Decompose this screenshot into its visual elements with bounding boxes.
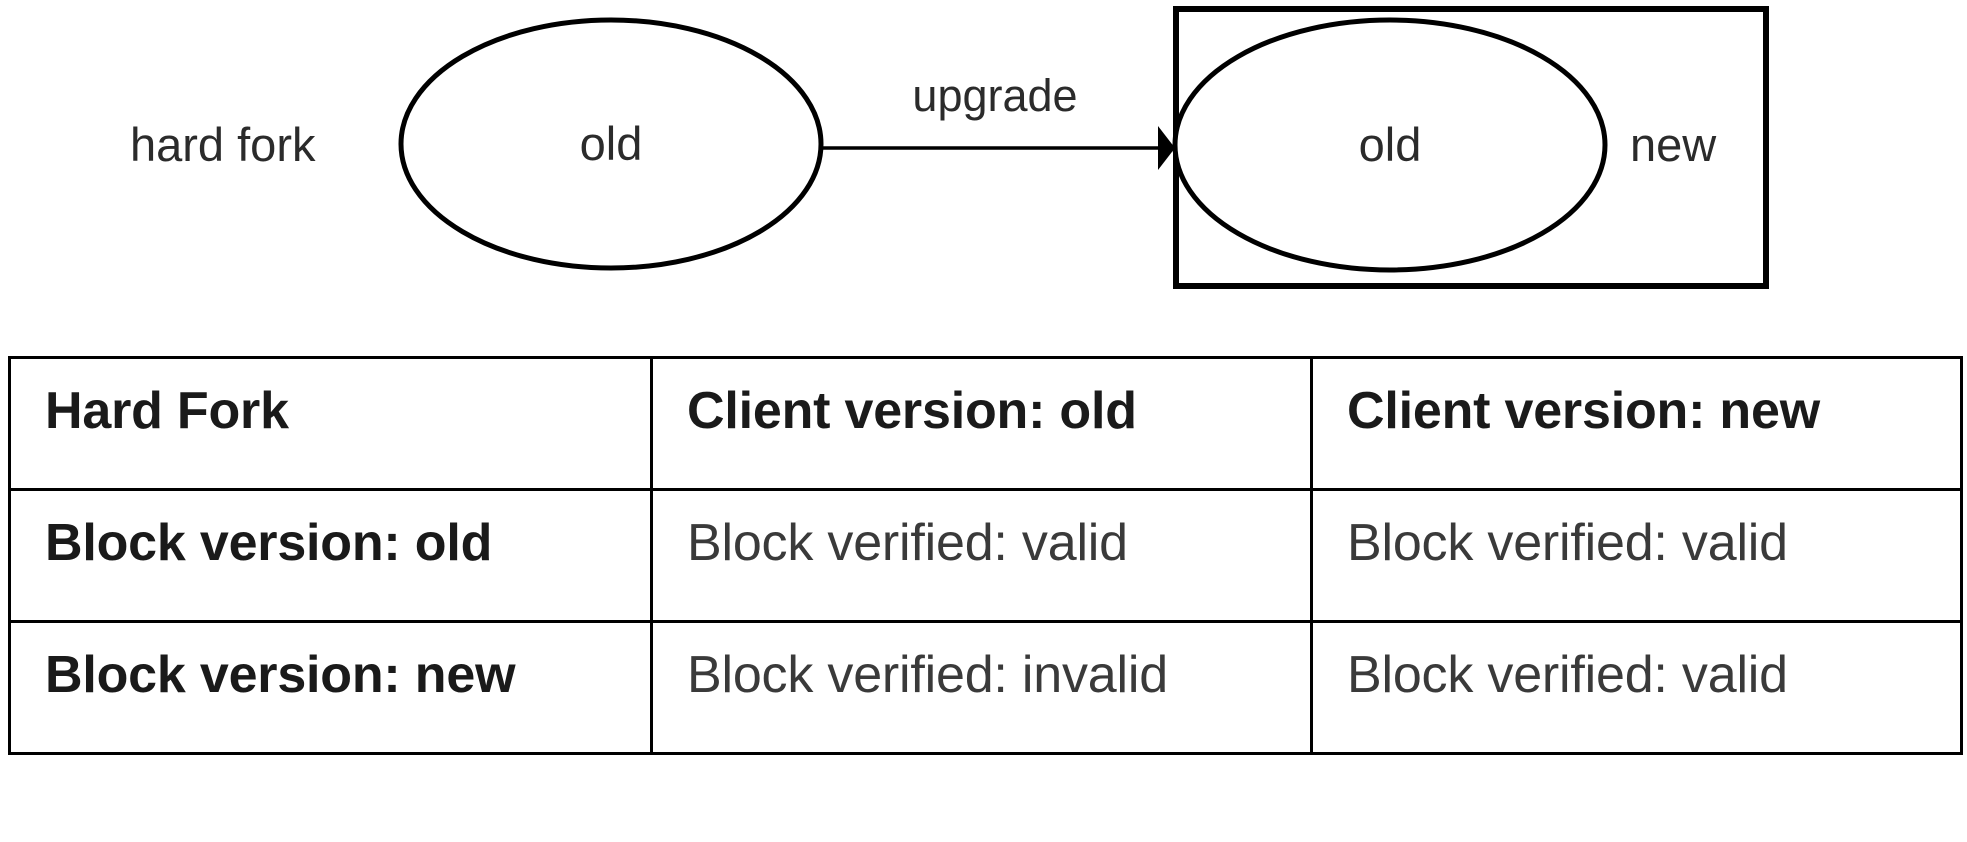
- hard-fork-matrix-wrap: Hard Fork Client version: old Client ver…: [8, 356, 1963, 755]
- old-node-label: old: [580, 117, 643, 170]
- matrix-corner-header: Hard Fork: [8, 356, 653, 491]
- upgrade-arrow-head: [1158, 126, 1175, 170]
- diagram-canvas: hard fork old upgrade old new: [130, 6, 1769, 289]
- old-inside-new-label: old: [1359, 118, 1422, 171]
- hard-fork-diagram: hard fork old upgrade old new: [0, 0, 1967, 340]
- cell-block-old-client-new: Block verified: valid: [1310, 488, 1963, 623]
- column-header-client-new: Client version: new: [1310, 356, 1963, 491]
- cell-block-old-client-old: Block verified: valid: [650, 488, 1313, 623]
- upgrade-edge-label: upgrade: [912, 70, 1077, 121]
- column-header-client-old: Client version: old: [650, 356, 1313, 491]
- cell-block-new-client-old: Block verified: invalid: [650, 620, 1313, 755]
- old-inside-new-ellipse: [1172, 17, 1608, 273]
- table-header-row: Hard Fork Client version: old Client ver…: [8, 356, 1963, 491]
- new-node-label: new: [1630, 118, 1717, 171]
- cell-block-new-client-new: Block verified: valid: [1310, 620, 1963, 755]
- hard-fork-caption: hard fork: [130, 118, 316, 171]
- row-header-block-new: Block version: new: [8, 620, 653, 755]
- old-node-ellipse: [398, 17, 824, 271]
- table-row: Block version: new Block verified: inval…: [8, 620, 1963, 755]
- hard-fork-matrix: Hard Fork Client version: old Client ver…: [8, 356, 1963, 755]
- row-header-block-old: Block version: old: [8, 488, 653, 623]
- table-row: Block version: old Block verified: valid…: [8, 488, 1963, 623]
